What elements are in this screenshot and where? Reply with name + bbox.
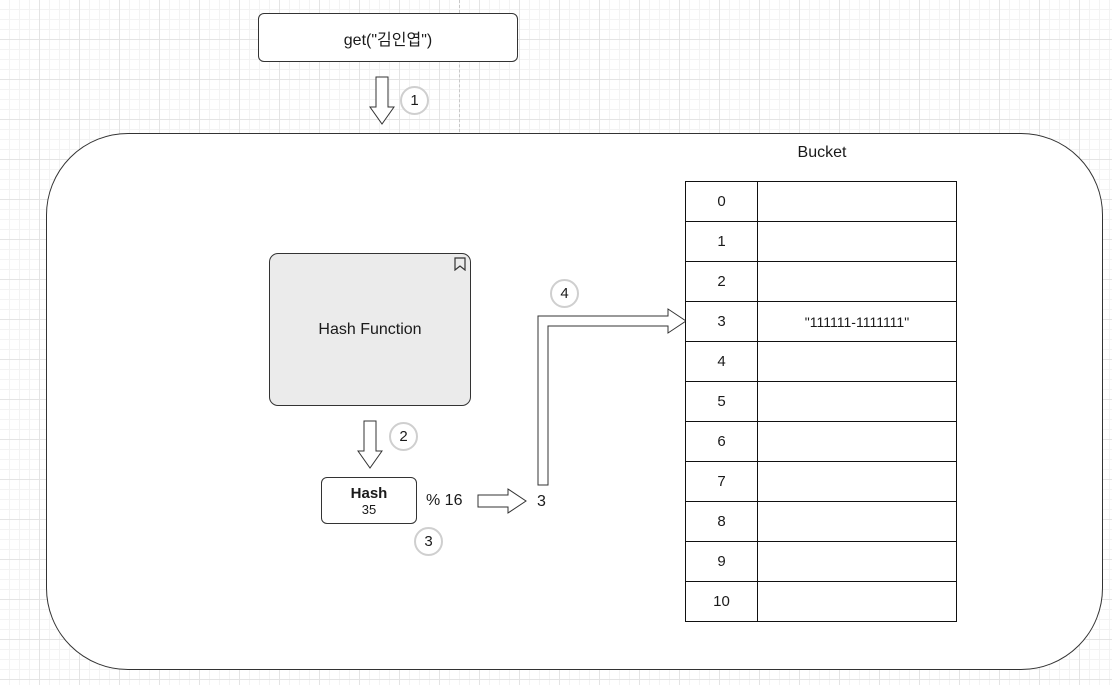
get-call-box: get("김인엽")	[258, 13, 518, 62]
bucket-value	[757, 541, 957, 582]
bucket-value	[757, 581, 957, 622]
hash-function-label: Hash Function	[318, 320, 422, 338]
bucket-row: 8	[685, 501, 957, 542]
bucket-row: 6	[685, 421, 957, 462]
step-badge-4: 4	[550, 279, 579, 308]
bucket-row: 10	[685, 581, 957, 622]
step-badge-3: 3	[414, 527, 443, 556]
bucket-row: 2	[685, 261, 957, 302]
bucket-row: 3"111111-1111111"	[685, 301, 957, 342]
hash-result-box: Hash 35	[321, 477, 417, 524]
step-badge-2: 2	[389, 422, 418, 451]
bucket-index: 9	[685, 541, 758, 582]
bucket-value	[757, 181, 957, 222]
bucket-index: 6	[685, 421, 758, 462]
step-badge-1: 1	[400, 86, 429, 115]
bucket-index: 0	[685, 181, 758, 222]
guide-line	[459, 0, 460, 132]
bucket-index: 1	[685, 221, 758, 262]
bucket-row: 5	[685, 381, 957, 422]
bucket-value	[757, 421, 957, 462]
modulo-label: % 16	[426, 492, 463, 509]
bucket-row: 1	[685, 221, 957, 262]
bucket-index: 4	[685, 341, 758, 382]
bucket-value	[757, 461, 957, 502]
bucket-value: "111111-1111111"	[757, 301, 957, 342]
bucket-value	[757, 261, 957, 302]
arrow-down-step-1	[369, 76, 395, 125]
bucket-index: 8	[685, 501, 758, 542]
bucket-row: 9	[685, 541, 957, 582]
hash-function-box: Hash Function	[269, 253, 471, 406]
bucket-value	[757, 221, 957, 262]
hash-title: Hash	[350, 485, 388, 502]
bucket-index: 5	[685, 381, 758, 422]
bucket-row: 4	[685, 341, 957, 382]
bucket-row: 0	[685, 181, 957, 222]
get-call-label: get("김인엽")	[343, 31, 433, 49]
result-index-label: 3	[537, 493, 546, 510]
bucket-title: Bucket	[797, 144, 847, 161]
bookmark-icon	[454, 257, 466, 271]
bucket-index: 2	[685, 261, 758, 302]
bucket-index: 10	[685, 581, 758, 622]
hash-value: 35	[361, 502, 377, 517]
bucket-index: 3	[685, 301, 758, 342]
bucket-value	[757, 381, 957, 422]
bucket-value	[757, 341, 957, 382]
bucket-row: 7	[685, 461, 957, 502]
bucket-value	[757, 501, 957, 542]
bucket-index: 7	[685, 461, 758, 502]
